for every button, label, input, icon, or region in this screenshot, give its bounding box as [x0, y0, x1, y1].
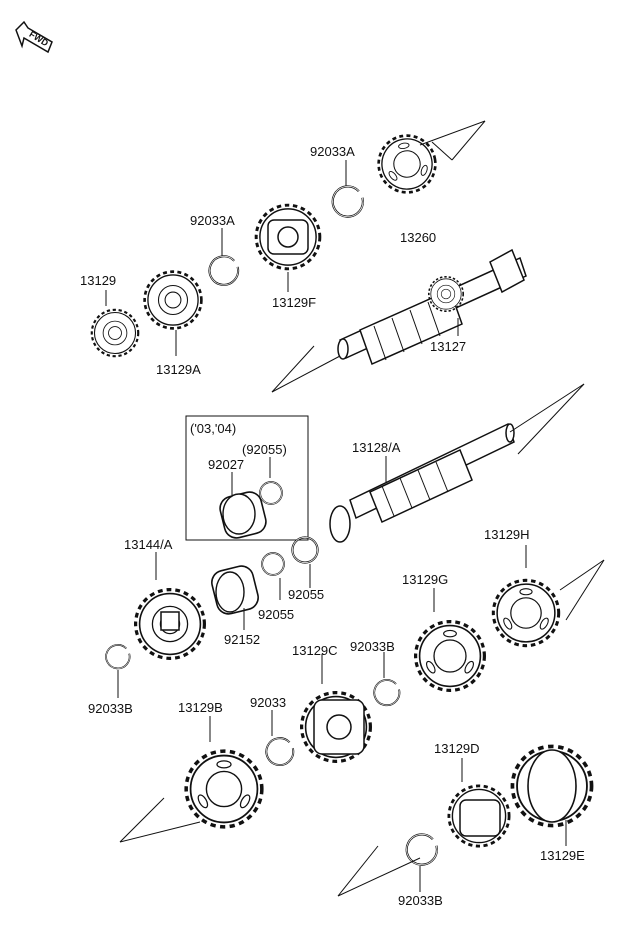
circlip-92033 — [265, 736, 295, 767]
part-label-13129b: 13129B — [178, 700, 223, 715]
mainshaft-13127 — [337, 248, 527, 366]
oring-92055-b — [290, 536, 320, 564]
part-label-13127: 13127 — [430, 339, 467, 354]
part-label-13129e: 13129E — [540, 848, 585, 863]
part-label-92055-a: 92055 — [258, 607, 295, 622]
part-label-92033b-bottom: 92033B — [398, 893, 443, 908]
gear-13129 — [90, 308, 140, 358]
part-label-13260: 13260 — [400, 230, 437, 245]
circlip-92033b-bottom — [405, 833, 438, 866]
inset-box — [185, 415, 309, 541]
part-label-13129d: 13129D — [434, 741, 480, 756]
part-label-92033b-mid: 92033B — [350, 639, 395, 654]
driveshaft-13128 — [329, 422, 515, 543]
part-label-13129a: 13129A — [156, 362, 201, 377]
part-label-92055-inset: (92055) — [242, 442, 287, 457]
gear-13129a — [143, 270, 203, 330]
circlip-92033a-top — [331, 185, 364, 218]
part-label-92033: 92033 — [250, 695, 287, 710]
part-label-13144a: 13144/A — [124, 537, 173, 552]
circlip-92033b-mid — [373, 678, 401, 707]
inset-title: ('03,'04) — [190, 421, 237, 436]
mainshaft-gear-teeth — [427, 275, 465, 313]
oring-92055-a — [260, 551, 286, 577]
part-label-92055-b: 92055 — [288, 587, 325, 602]
oring-92055-inset — [258, 480, 284, 506]
part-label-92033a-top: 92033A — [310, 144, 355, 159]
circlip-92033b-left — [105, 643, 131, 670]
part-label-92152: 92152 — [224, 632, 261, 647]
part-label-13129: 13129 — [80, 273, 117, 288]
fwd-arrow-icon: FWD — [15, 20, 53, 54]
part-label-13129h: 13129H — [484, 527, 530, 542]
gear-13129h — [493, 580, 558, 645]
gear-13129g — [413, 619, 487, 693]
circlip-92033a-left — [208, 255, 240, 286]
part-label-13129g: 13129G — [402, 572, 449, 587]
part-label-13129c: 13129C — [292, 643, 338, 658]
part-label-13128a: 13128/A — [352, 440, 401, 455]
part-label-92033a-left: 92033A — [190, 213, 235, 228]
part-label-13129f: 13129F — [272, 295, 317, 310]
part-label-92033b-left: 92033B — [88, 701, 133, 716]
gear-13129b — [186, 751, 262, 827]
part-label-92027: 92027 — [208, 457, 245, 472]
